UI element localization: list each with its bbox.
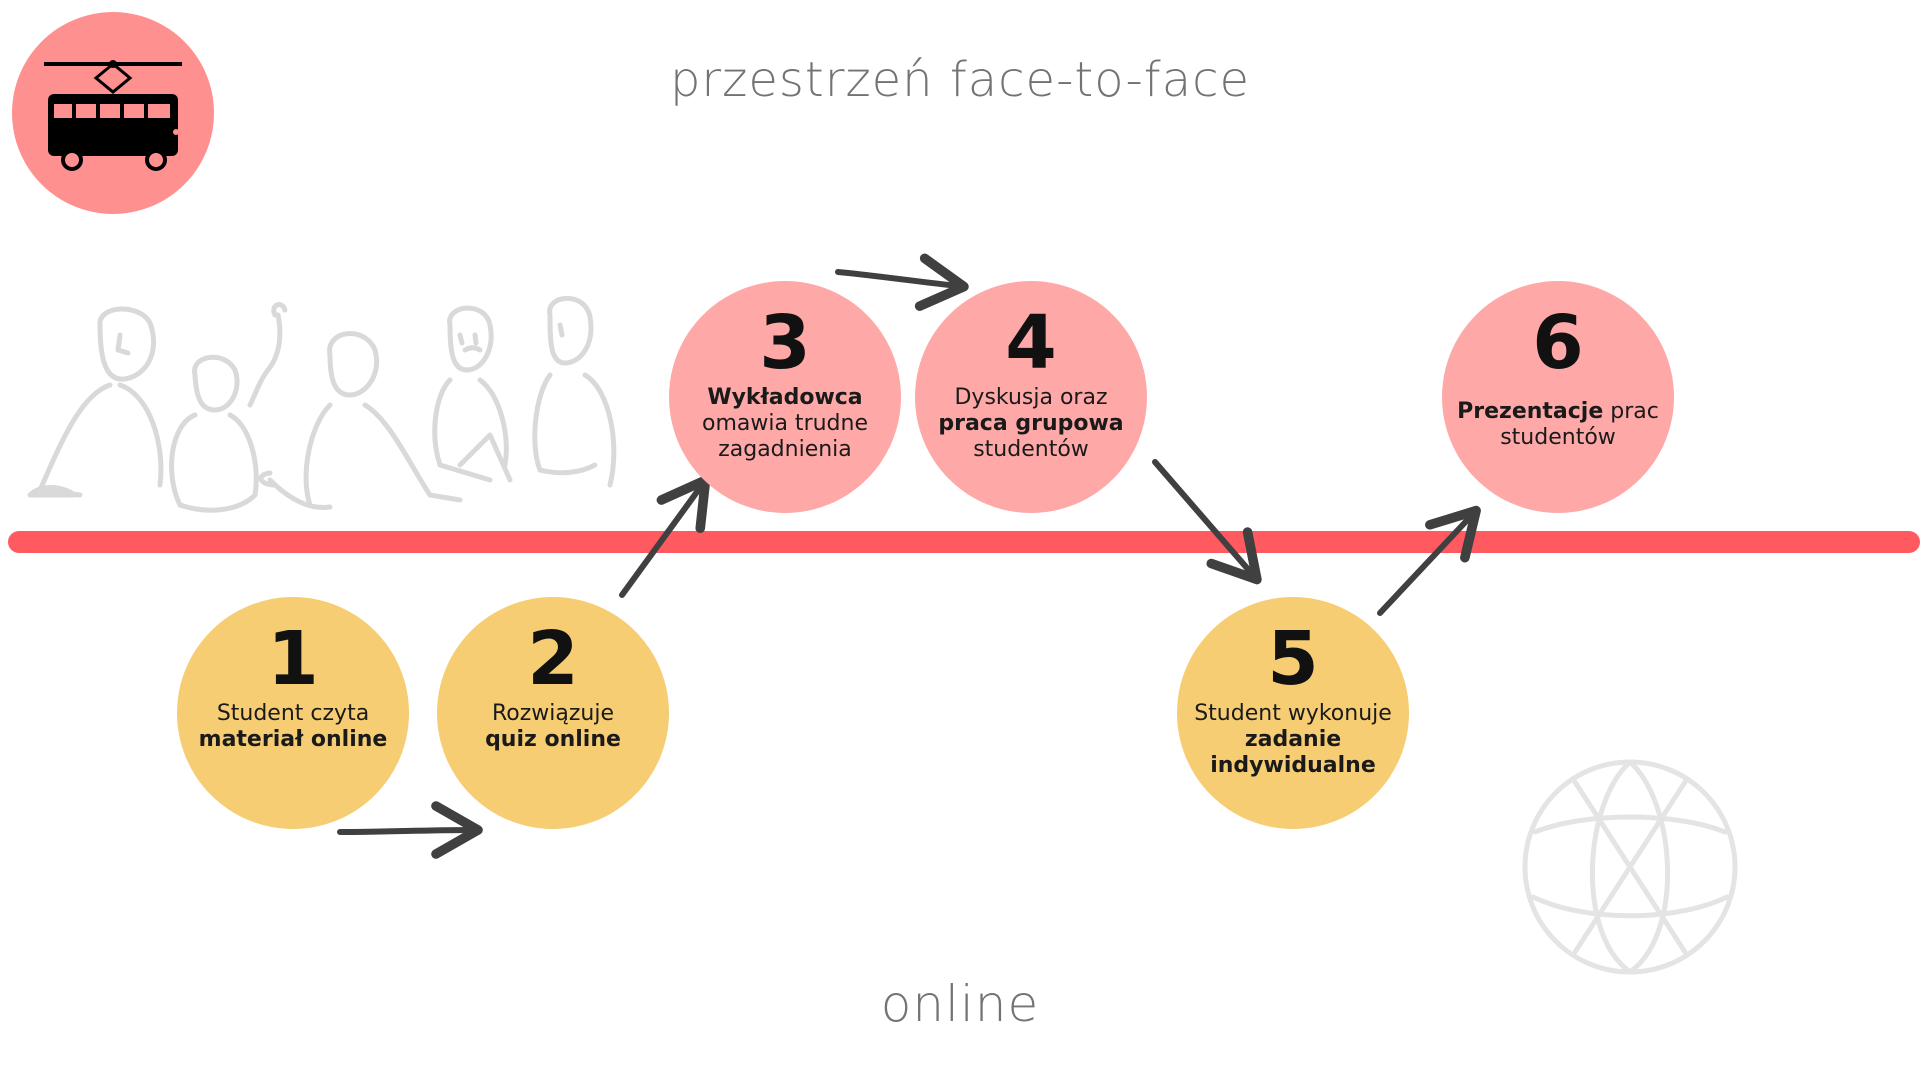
step-description: Dyskusja oraz praca grupowa studentów xyxy=(924,385,1137,463)
step-6-circle: 6 Prezentacje prac studentów xyxy=(1442,281,1674,513)
step-1-circle: 1 Student czyta materiał online xyxy=(177,597,409,829)
arrow-4-to-5 xyxy=(1152,459,1262,585)
step-text-bold: materiał online xyxy=(198,727,388,752)
globe-icon xyxy=(1522,759,1738,975)
step-4-circle: 4 Dyskusja oraz praca grupowa studentów xyxy=(915,281,1147,513)
step-description: Prezentacje prac studentów xyxy=(1442,399,1674,451)
step-number: 2 xyxy=(527,616,579,702)
step-text: studentów xyxy=(973,437,1089,462)
step-2-circle: 2 Rozwiązuje quiz online xyxy=(437,597,669,829)
step-text: Dyskusja oraz xyxy=(954,385,1108,410)
step-text-bold: praca grupowa xyxy=(938,411,1124,436)
zone-title-online: online xyxy=(880,975,1040,1033)
step-text-bold: zadanie indywidualne xyxy=(1210,727,1376,778)
step-description: Rozwiązuje quiz online xyxy=(471,701,635,753)
step-text: Student wykonuje xyxy=(1194,701,1392,726)
step-text: omawia trudne zagadnienia xyxy=(701,411,868,462)
step-description: Student czyta materiał online xyxy=(185,701,402,753)
zone-title-face-to-face: przestrzeń face-to-face xyxy=(669,52,1251,108)
step-number: 4 xyxy=(1005,300,1057,386)
step-text-bold: Wykładowca xyxy=(707,385,863,410)
step-number: 1 xyxy=(267,616,319,702)
tram-icon xyxy=(12,12,214,214)
logo-badge xyxy=(12,12,214,214)
arrow-1-to-2 xyxy=(337,801,483,859)
step-text: prac studentów xyxy=(1500,399,1659,450)
arrow-5-to-6 xyxy=(1377,505,1481,616)
arrow-3-to-4 xyxy=(835,253,969,311)
step-number: 5 xyxy=(1267,616,1319,702)
step-number: 6 xyxy=(1532,300,1584,386)
step-description: Student wykonuje zadanie indywidualne xyxy=(1177,701,1409,779)
step-5-circle: 5 Student wykonuje zadanie indywidualne xyxy=(1177,597,1409,829)
step-text-bold: quiz online xyxy=(485,727,621,752)
step-text-bold: Prezentacje xyxy=(1457,399,1604,424)
step-text: Student czyta xyxy=(216,701,370,726)
step-3-circle: 3 Wykładowca omawia trudne zagadnienia xyxy=(669,281,901,513)
timeline-divider xyxy=(8,531,1920,553)
step-number: 3 xyxy=(759,300,811,386)
step-text: Rozwiązuje xyxy=(491,701,614,726)
step-description: Wykładowca omawia trudne zagadnienia xyxy=(669,385,901,463)
students-sketch-icon xyxy=(27,295,617,513)
